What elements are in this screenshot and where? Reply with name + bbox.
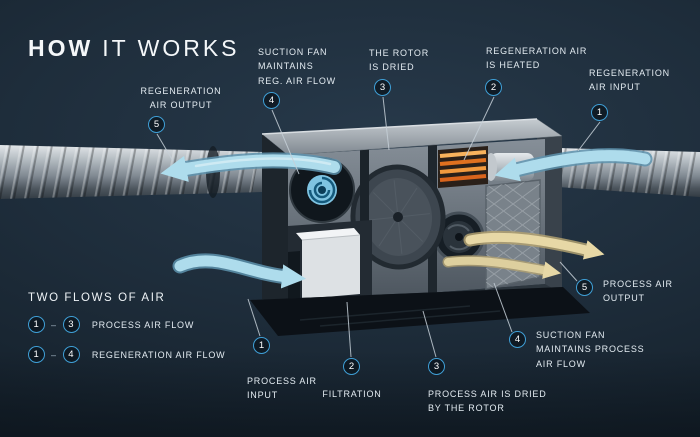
label-suction-reg: SUCTION FAN MAINTAINS REG. AIR FLOW <box>258 47 336 86</box>
label-regen-input: REGENERATION AIR INPUT <box>589 68 670 93</box>
badge-number: 4 <box>514 334 521 345</box>
legend-range-dash: – <box>51 349 57 360</box>
left-duct <box>0 145 263 199</box>
legend-heading: TWO FLOWS OF AIR <box>28 292 166 304</box>
regen-output-arrow <box>160 152 342 182</box>
process-output-arrows <box>442 230 605 279</box>
machine-left-edge <box>262 134 288 304</box>
legend-row-label: REGENERATION AIR FLOW <box>91 349 226 360</box>
badge-regen-heated: 2 <box>485 79 502 96</box>
badge-number: 4 <box>268 95 275 106</box>
title-rest: IT WORKS <box>102 35 240 62</box>
badge-rotor-dried: 3 <box>374 79 391 96</box>
label-suction-process: SUCTION FAN MAINTAINS PROCESS AIR FLOW <box>536 330 645 369</box>
label-process-output: PROCESS AIR OUTPUT <box>603 279 673 304</box>
badge-number: 3 <box>433 361 440 372</box>
badge-process-input: 1 <box>253 337 270 354</box>
badge-number: 3 <box>379 82 386 93</box>
label-filtration: FILTRATION <box>322 389 382 399</box>
badge-number: 5 <box>153 119 160 130</box>
machine-base <box>250 287 590 336</box>
flow-arrows <box>160 148 653 289</box>
legend-badge-from: 1 <box>28 316 45 333</box>
label-rotor-dried: THE ROTOR IS DRIED <box>369 48 430 73</box>
filter-box <box>296 228 361 299</box>
machine-unit <box>250 118 590 336</box>
legend-badge-to: 3 <box>62 316 80 333</box>
badge-suction-process: 4 <box>509 331 526 348</box>
badge-process-dried: 3 <box>428 358 445 375</box>
legend-row-process: 1 – 3 PROCESS AIR FLOW <box>28 316 194 333</box>
legend-badge-to: 4 <box>62 346 80 363</box>
badge-process-output: 5 <box>576 279 593 296</box>
badge-number: 2 <box>490 82 497 93</box>
label-regen-heated: REGENERATION AIR IS HEATED <box>486 46 588 71</box>
badge-number: 2 <box>348 361 355 372</box>
badge-number: 1 <box>596 107 603 118</box>
title-bold: HOW <box>28 35 94 62</box>
label-process-dried: PROCESS AIR IS DRIED BY THE ROTOR <box>428 389 547 414</box>
badge-filtration: 2 <box>343 358 360 375</box>
badge-regen-input: 1 <box>591 104 608 121</box>
legend-row-regeneration: 1 – 4 REGENERATION AIR FLOW <box>28 346 225 363</box>
front-panel <box>288 220 372 304</box>
badge-number: 1 <box>258 340 265 351</box>
legend-badge-from: 1 <box>28 346 45 363</box>
legend-range-dash: – <box>51 319 57 330</box>
badge-regen-output: 5 <box>148 116 165 133</box>
desiccant-rotor <box>350 164 446 270</box>
heater-element <box>438 146 488 188</box>
regen-input-arrow <box>494 148 653 182</box>
badge-suction-reg: 4 <box>263 92 280 109</box>
legend-row-label: PROCESS AIR FLOW <box>91 319 195 330</box>
page-title: HOW IT WORKS <box>28 35 240 62</box>
process-input-arrow <box>172 253 307 289</box>
leader-lines <box>156 96 601 358</box>
label-regen-output: REGENERATION AIR OUTPUT <box>140 86 222 111</box>
label-process-input: PROCESS AIR INPUT <box>247 376 317 401</box>
badge-number: 5 <box>581 282 588 293</box>
